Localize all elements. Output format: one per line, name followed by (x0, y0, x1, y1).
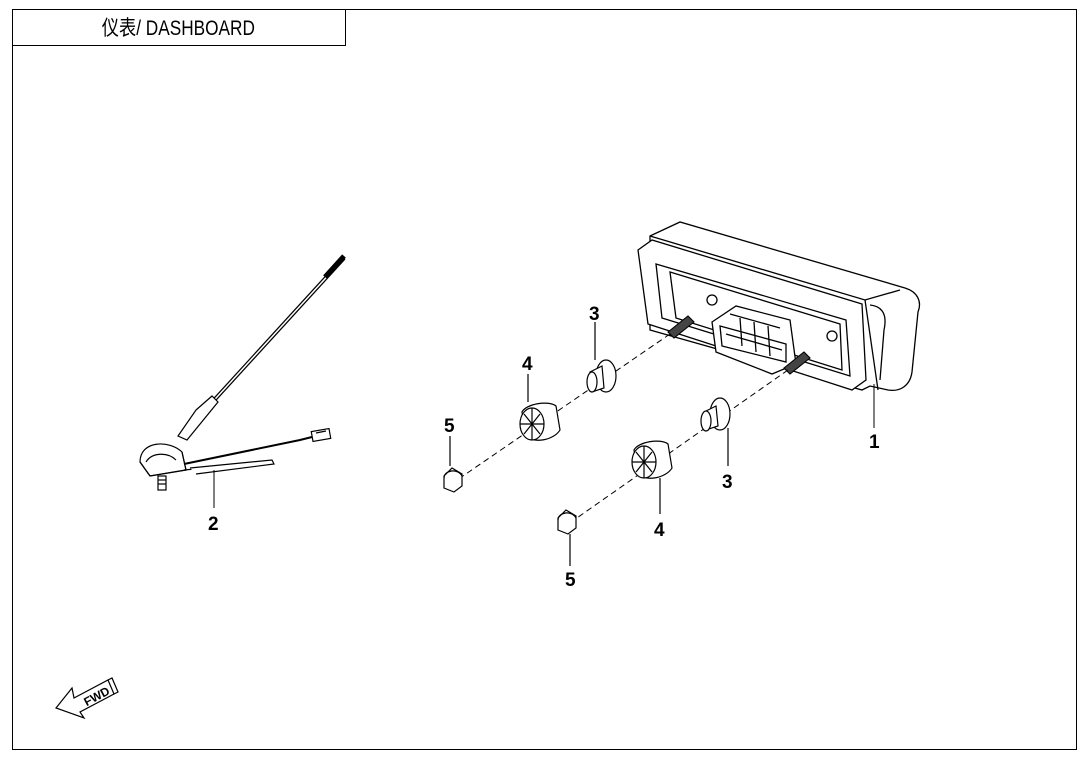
callout-3-upper: 3 (589, 304, 600, 325)
grommet-upper (519, 374, 561, 441)
callout-4-lower: 4 (654, 520, 665, 541)
acorn-nut-upper (443, 436, 463, 493)
acorn-nut-lower (557, 509, 577, 566)
spacer-washer-upper (586, 322, 617, 393)
antenna-assembly (139, 254, 346, 508)
callout-5-lower: 5 (565, 570, 576, 591)
callout-3-lower: 3 (722, 472, 733, 493)
title-box: 仪表/ DASHBOARD (12, 9, 346, 46)
callout-2: 2 (208, 514, 219, 535)
drawing-frame (12, 9, 1077, 750)
grommet-lower (631, 440, 673, 514)
forward-arrow-icon: FWD (55, 677, 119, 720)
callout-1: 1 (869, 432, 880, 453)
callout-5-upper: 5 (444, 416, 455, 437)
assembly-axes (459, 333, 789, 521)
page-title: 仪表/ DASHBOARD (101, 17, 256, 40)
spacer-washer-lower (700, 397, 731, 466)
dashboard-cluster (637, 221, 921, 428)
callout-4-upper: 4 (522, 354, 533, 375)
